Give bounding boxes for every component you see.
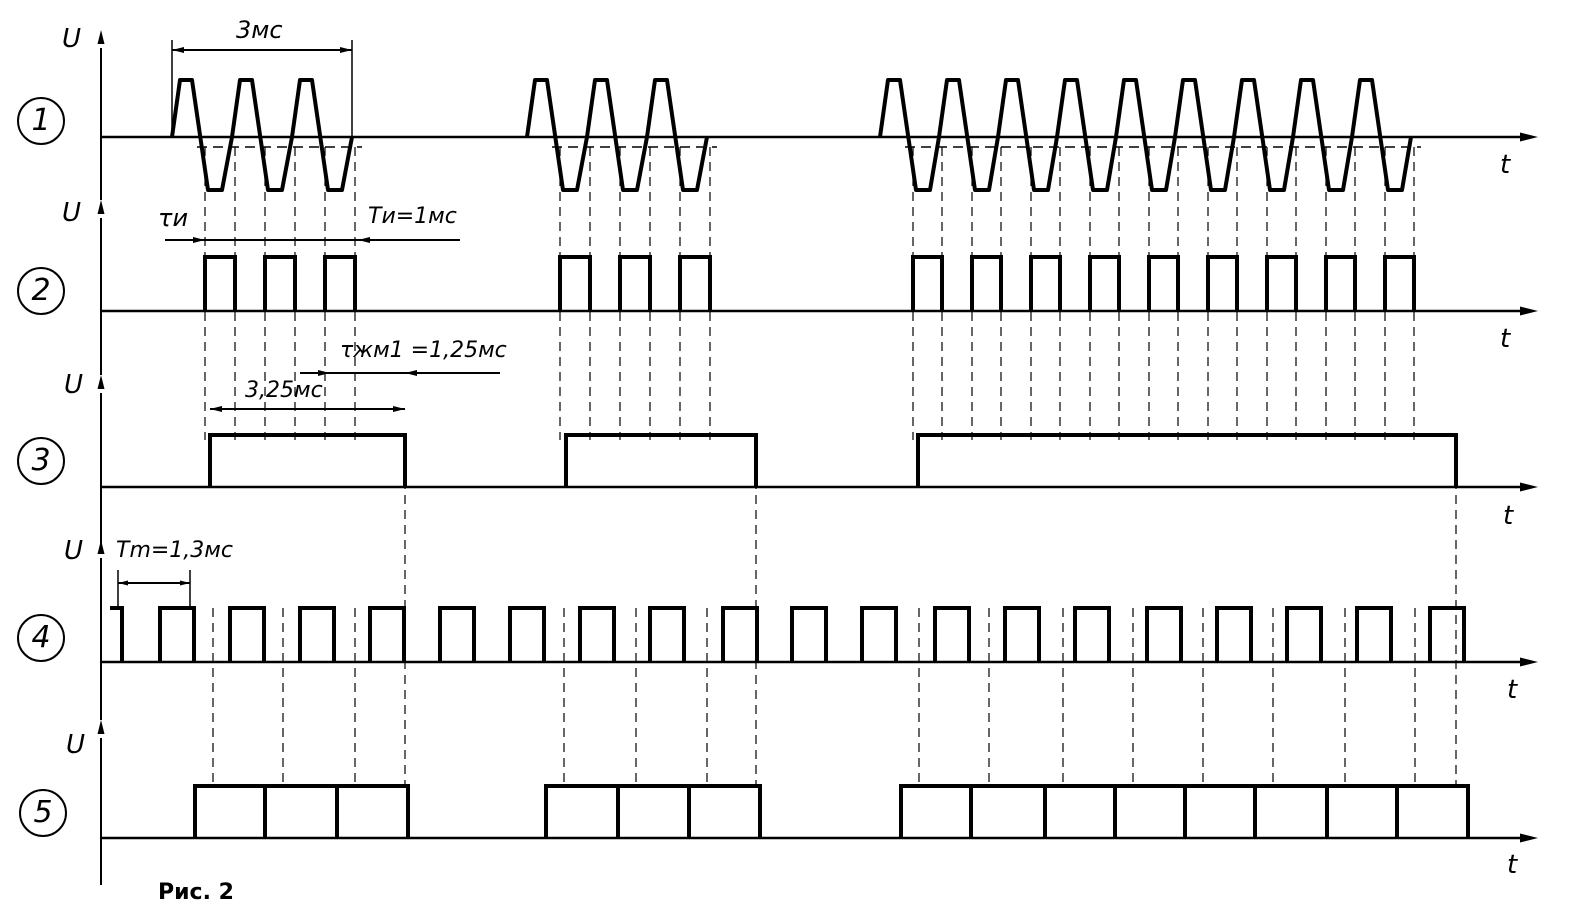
clock-period-label: Tm=1,3мс	[116, 538, 233, 563]
output-duration-label: 3,25мс	[245, 378, 323, 403]
row4-pulse	[508, 606, 546, 662]
row2-pulse	[263, 255, 297, 311]
row3-pulse	[564, 433, 758, 487]
burst-duration-label: 3мс	[236, 16, 283, 44]
arrowhead	[340, 47, 352, 53]
arrowhead	[210, 406, 222, 412]
row2-pulse	[1088, 255, 1121, 311]
u-axis-label-2: U	[62, 198, 82, 228]
row4-pulse	[1073, 606, 1111, 662]
row2-pulse	[1206, 255, 1239, 311]
row4-pulse	[1428, 606, 1466, 662]
arrowhead	[405, 370, 417, 376]
t-axis-label-3: t	[1503, 501, 1514, 531]
row4-pulse	[648, 606, 686, 662]
row2-pulse	[678, 255, 712, 311]
row2-pulse	[911, 255, 944, 311]
u-axis-arrow-5	[97, 720, 105, 734]
row4-pulse	[860, 606, 898, 662]
row-number-1: 1	[17, 97, 65, 145]
arrowhead	[318, 370, 330, 376]
burst-waveform-3	[878, 78, 1413, 192]
row4-pulse	[1145, 606, 1183, 662]
u-axis-label-1: U	[62, 24, 82, 54]
monostable-time-label: τжм1 =1,25мс	[340, 338, 507, 363]
row-number-4: 4	[17, 614, 65, 662]
t-axis-arrow-4	[1520, 657, 1538, 667]
u-axis-arrow-3	[97, 375, 105, 389]
row-number-2: 2	[17, 267, 65, 315]
arrowhead	[393, 406, 405, 412]
row2-pulse	[970, 255, 1003, 311]
row4-pulse-partial	[110, 606, 124, 662]
row4-pulse	[790, 606, 828, 662]
figure-caption: Рис. 2	[158, 880, 234, 905]
row2-pulse	[1265, 255, 1298, 311]
row2-pulse	[1029, 255, 1062, 311]
arrowhead	[172, 47, 184, 53]
u-axis-arrow-4	[97, 540, 105, 554]
u-axis-label-3: U	[64, 370, 84, 400]
row-number-5: 5	[19, 789, 67, 837]
row4-pulse	[1215, 606, 1253, 662]
t-axis-label-5: t	[1507, 850, 1518, 880]
row-number-3: 3	[17, 437, 65, 485]
t-axis-label-1: t	[1500, 150, 1511, 180]
row2-pulse	[203, 255, 237, 311]
u-axis-arrow-2	[97, 200, 105, 214]
row4-pulse	[1285, 606, 1323, 662]
row3-pulse	[916, 433, 1458, 487]
row2-pulse	[1324, 255, 1357, 311]
burst-waveform-1	[170, 78, 354, 192]
u-axis-arrow-1	[97, 30, 105, 44]
row4-pulse	[721, 606, 759, 662]
t-axis-arrow-1	[1520, 132, 1538, 142]
row4-pulse	[438, 606, 476, 662]
row3-pulse	[208, 433, 407, 487]
row4-pulse	[1003, 606, 1041, 662]
pulse-width-label: τи	[158, 204, 189, 232]
burst-waveform-2	[525, 78, 709, 192]
row5-pulse	[193, 784, 410, 838]
t-axis-arrow-3	[1520, 482, 1538, 492]
t-axis-arrow-5	[1520, 833, 1538, 843]
t-axis-label-2: t	[1500, 324, 1511, 354]
arrowhead	[193, 237, 205, 243]
row2-pulse	[558, 255, 592, 311]
arrowhead	[118, 580, 128, 586]
row4-pulse	[1355, 606, 1393, 662]
pulse-period-label: Tи=1мс	[368, 204, 457, 229]
row2-pulse	[1147, 255, 1180, 311]
row5-pulse	[544, 784, 762, 838]
row2-pulse	[618, 255, 652, 311]
t-axis-label-4: t	[1507, 675, 1518, 705]
arrowhead	[180, 580, 190, 586]
row4-pulse	[228, 606, 266, 662]
row2-pulse	[323, 255, 357, 311]
row4-pulse	[578, 606, 616, 662]
row4-pulse	[933, 606, 971, 662]
row2-pulse	[1383, 255, 1416, 311]
u-axis-label-4: U	[64, 536, 84, 566]
u-axis-label-5: U	[66, 730, 86, 760]
arrowhead	[358, 237, 370, 243]
t-axis-arrow-2	[1520, 306, 1538, 316]
row4-pulse	[158, 606, 196, 662]
row4-pulse	[298, 606, 336, 662]
row4-pulse	[368, 606, 406, 662]
